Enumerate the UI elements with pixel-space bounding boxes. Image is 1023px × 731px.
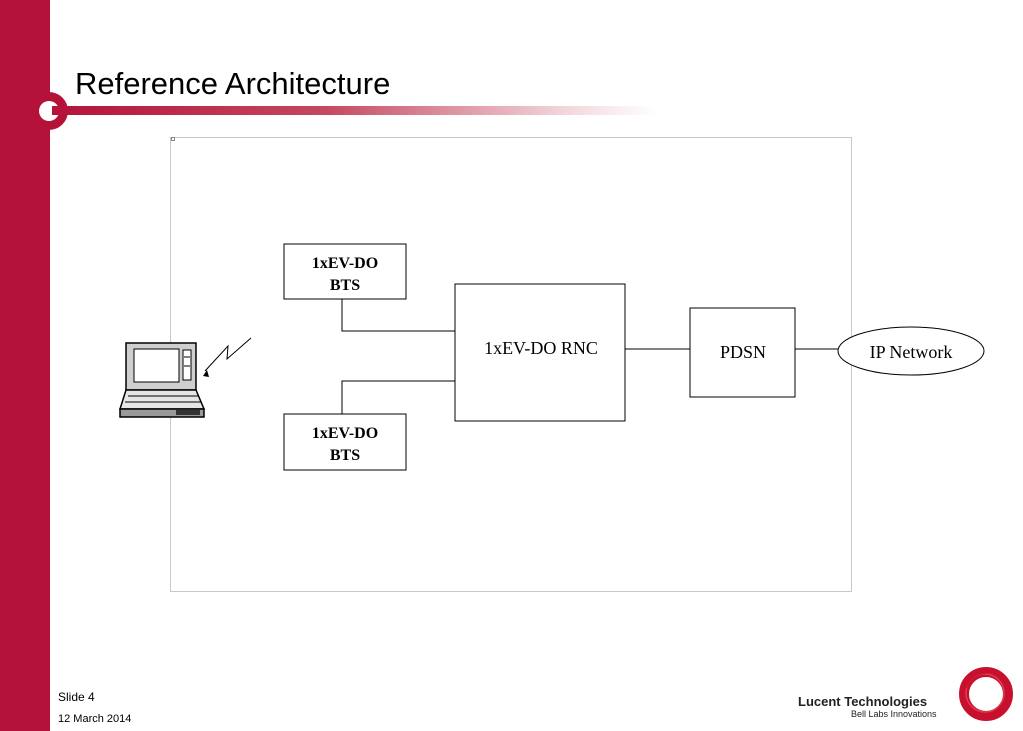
bts-top-label-line2: BTS — [330, 277, 360, 294]
bts-top-to-rnc-connector — [341, 299, 455, 332]
pdsn-label: PDSN — [720, 342, 766, 362]
slide-title: Reference Architecture — [75, 66, 391, 101]
title-underline — [52, 106, 657, 115]
rnc-box — [454, 283, 626, 422]
bts-bottom-label-line1: 1xEV-DO — [312, 425, 378, 442]
bts-top-box — [283, 243, 407, 300]
laptop-icon — [118, 342, 206, 418]
company-tagline: Bell Labs Innovations — [851, 709, 937, 719]
bts-bottom-label-line2: BTS — [330, 447, 360, 464]
lucent-innovation-ring-icon — [959, 667, 1013, 721]
ip-network-label: IP Network — [870, 342, 953, 362]
bts-bottom-to-rnc-connector — [341, 380, 455, 414]
frame-corner-marker — [171, 137, 175, 141]
ip-network-ellipse — [837, 326, 985, 376]
pdsn-box — [689, 307, 796, 398]
slide-date: 12 March 2014 — [58, 713, 132, 725]
rnc-label: 1xEV-DO RNC — [484, 338, 598, 358]
wireless-link-icon — [203, 337, 252, 377]
company-name: Lucent Technologies — [798, 694, 928, 709]
bts-bottom-box — [283, 413, 407, 471]
bts-top-label-line1: 1xEV-DO — [312, 255, 378, 272]
slide-number: Slide 4 — [58, 690, 95, 704]
